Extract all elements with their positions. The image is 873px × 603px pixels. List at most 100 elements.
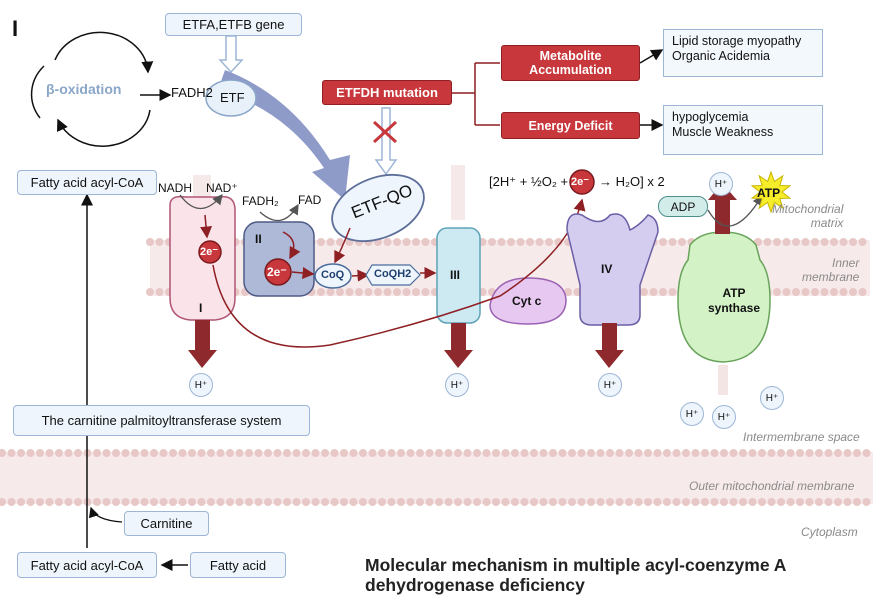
lipid-head	[568, 449, 576, 457]
lipid-head	[406, 498, 415, 506]
lipid-head	[511, 498, 519, 506]
fad-label: FAD	[298, 193, 322, 207]
lipid-head	[577, 498, 586, 506]
lipid-head	[564, 288, 572, 296]
etf-label: ETF	[220, 90, 245, 105]
lipid-head	[672, 498, 681, 506]
lipid-head	[526, 238, 534, 246]
lipid-head	[349, 498, 358, 506]
reaction-right: → H₂O] x 2	[599, 174, 665, 189]
lipid-head	[659, 288, 667, 296]
lipid-head	[482, 498, 491, 506]
complex-iii	[436, 165, 481, 368]
lipid-head	[530, 498, 538, 506]
lipid-head	[321, 498, 329, 506]
lipid-head	[634, 498, 643, 506]
etfqo-to-coq-arrow	[334, 227, 351, 264]
lipid-head	[739, 498, 747, 506]
lipid-head	[773, 238, 781, 246]
complex2-electrons: 2e⁻	[267, 265, 287, 279]
lipid-head	[292, 449, 301, 457]
lipid-head	[226, 449, 234, 457]
lipid-head	[264, 449, 272, 457]
coqh2	[365, 264, 421, 286]
complex-i	[169, 175, 236, 368]
atp-label: ATP	[757, 186, 781, 200]
lipid-head	[387, 449, 396, 457]
proton-complex3: H⁺	[445, 373, 469, 397]
mitochondrial-matrix-label: Mitochondrial matrix	[772, 202, 844, 230]
lipid-head	[340, 449, 348, 457]
lipid-head	[520, 449, 529, 457]
lipid-head	[330, 449, 339, 457]
lipid-head	[507, 238, 515, 246]
lipid-head	[530, 449, 538, 457]
complex1-electrons: 2e⁻	[200, 246, 219, 258]
lipid-head	[216, 449, 225, 457]
lipid-head	[345, 288, 354, 296]
lipid-head	[849, 238, 857, 246]
lipid-head	[102, 449, 111, 457]
lipid-head	[273, 449, 282, 457]
lipid-head	[435, 498, 443, 506]
lipid-head	[792, 288, 800, 296]
lipid-head	[393, 288, 401, 296]
lipid-head	[625, 498, 633, 506]
lipid-head	[416, 498, 424, 506]
lipid-head	[549, 498, 557, 506]
lipid-head	[378, 449, 386, 457]
lipid-head	[535, 238, 544, 246]
etf-qo	[331, 173, 425, 243]
lipid-head	[416, 449, 424, 457]
lipid-head	[321, 449, 329, 457]
lipid-head	[178, 449, 187, 457]
lipid-head	[644, 449, 652, 457]
lipid-head	[112, 498, 120, 506]
lipid-head	[302, 449, 310, 457]
lipid-head	[792, 238, 800, 246]
lipid-head	[577, 449, 586, 457]
complex-iv-label: IV	[601, 262, 613, 276]
lipid-head	[830, 288, 838, 296]
complex2-electron-arrow	[282, 231, 301, 260]
lipid-head	[682, 449, 690, 457]
lipid-head	[355, 288, 363, 296]
lipid-head	[397, 498, 405, 506]
lipid-head	[454, 449, 462, 457]
lipid-head	[625, 449, 633, 457]
lipid-head	[672, 449, 681, 457]
lipid-head	[853, 498, 861, 506]
lipid-head	[359, 498, 367, 506]
lipid-head	[55, 449, 63, 457]
lipid-head	[568, 498, 576, 506]
lipid-head	[207, 449, 215, 457]
lipid-head	[64, 498, 73, 506]
proton-ims-3: H⁺	[760, 386, 784, 410]
lipid-head	[786, 449, 795, 457]
lipid-head	[93, 449, 101, 457]
lipid-head	[839, 288, 848, 296]
lipid-head	[501, 498, 510, 506]
lipid-head	[102, 498, 111, 506]
lipid-head	[858, 288, 867, 296]
lipid-head	[782, 288, 791, 296]
lipid-head	[511, 449, 519, 457]
lipid-head	[197, 498, 206, 506]
lipid-head	[326, 238, 335, 246]
lipid-head	[720, 498, 728, 506]
lipid-head	[659, 238, 667, 246]
lipid-head	[374, 288, 382, 296]
lipid-head	[796, 498, 804, 506]
lipid-head	[336, 288, 344, 296]
lipid-head	[710, 498, 719, 506]
beta-oxidation-label: β-oxidation	[46, 81, 122, 97]
proton-ims-2: H⁺	[712, 405, 736, 429]
panel-label: I	[12, 16, 19, 41]
lipid-head	[843, 498, 852, 506]
cyt-c-label: Cyt c	[512, 294, 542, 308]
fatty-acid-box: Fatty acid	[190, 552, 286, 578]
lipid-head	[412, 288, 420, 296]
carnitine-system-box: The carnitine palmitoyltransferase syste…	[13, 405, 310, 436]
fatty-acid-acyl-coa-bottom: Fatty acid acyl-CoA	[17, 552, 157, 578]
electron-path	[212, 198, 586, 348]
